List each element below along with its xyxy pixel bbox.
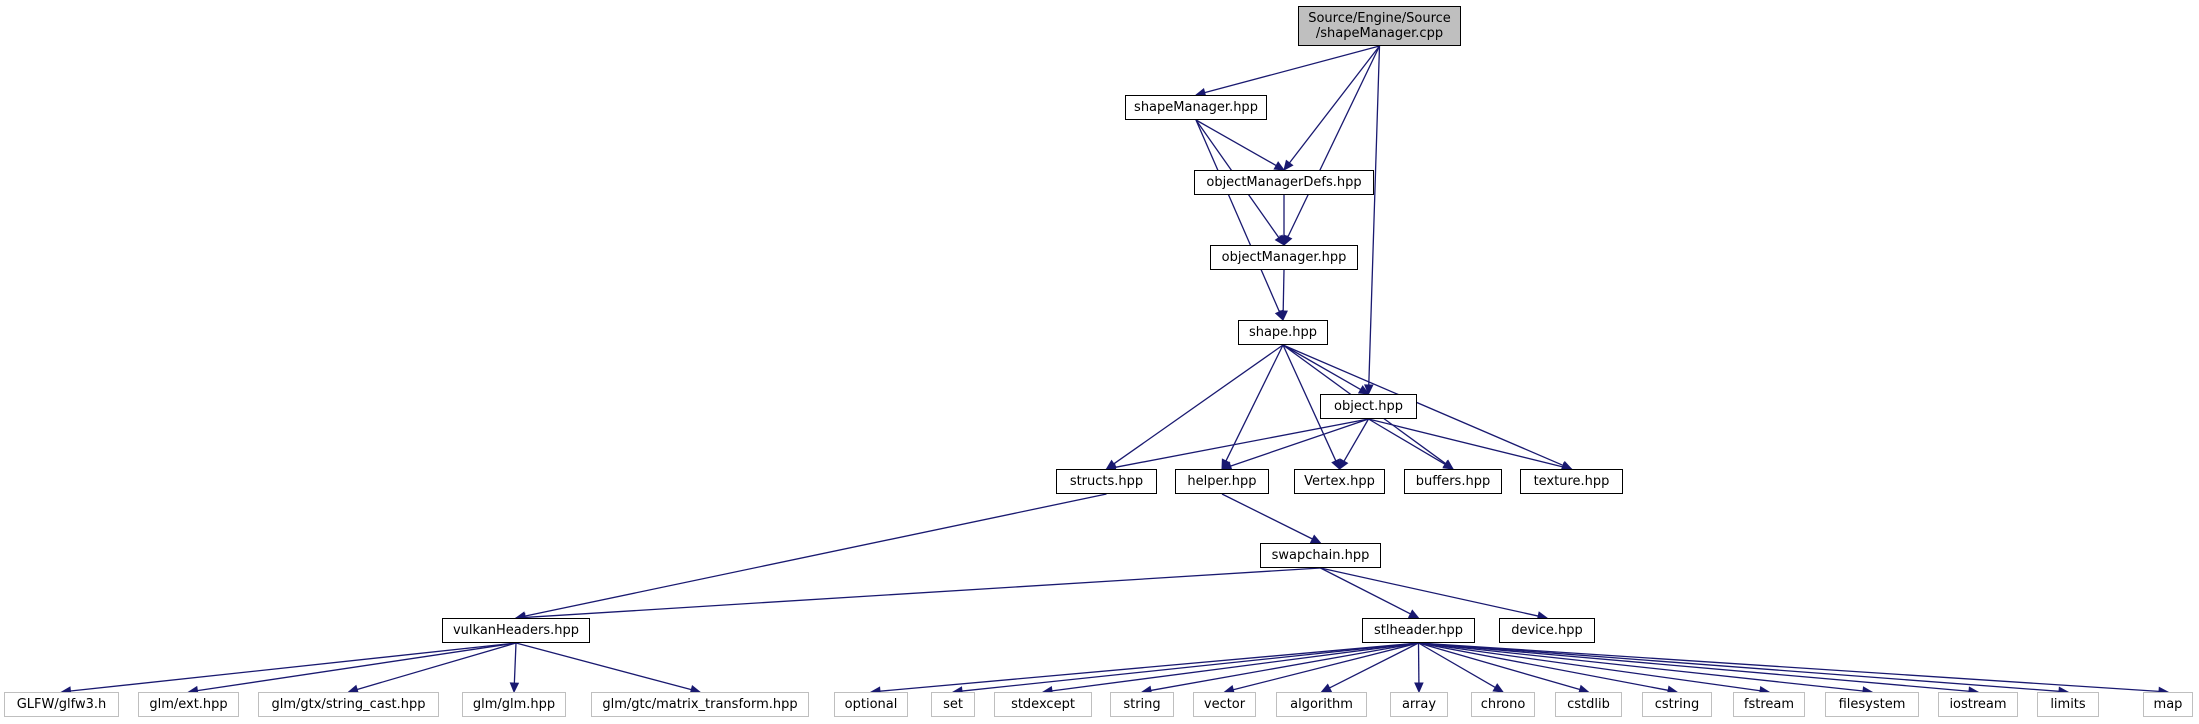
edge-stlheader_hpp-to-cstring [1418,642,1669,691]
edge-vulkanHeaders_hpp-to-glfw3_h [70,642,517,692]
node-map: map [2143,692,2193,717]
edge-swapchain_hpp-to-vulkanHeaders_hpp [524,567,1321,619]
edge-stlheader_hpp-to-fstream [1418,642,1761,692]
arrowhead-objectManager_hpp-to-shape_hpp [1278,310,1288,322]
edge-swapchain_hpp-to-stlheader_hpp [1320,567,1411,615]
arrowhead-helper_hpp-to-swapchain_hpp [1309,534,1322,544]
node-device-hpp[interactable]: device.hpp [1499,618,1595,643]
edge-shapeManager_hpp-to-shape_hpp [1195,119,1281,313]
node-glm-glm-hpp: glm/glm.hpp [462,692,566,717]
edge-shapeManager_hpp-to-objectManagerDefs_hpp [1195,119,1277,167]
arrowhead-stlheader_hpp-to-chrono [1492,683,1505,693]
node-fstream: fstream [1733,692,1805,717]
node-cstdlib: cstdlib [1555,692,1622,717]
edge-object_hpp-to-texture_hpp [1368,418,1563,468]
edge-vulkanHeaders_hpp-to-glm_matrix_transform_hpp [515,642,692,691]
arrowhead-stlheader_hpp-to-algorithm [1320,683,1333,693]
root-label-line2: /shapeManager.cpp [1315,26,1444,41]
arrowhead-objectManagerDefs_hpp-to-objectManager_hpp [1279,235,1289,247]
edge-stlheader_hpp-to-cstdlib [1418,642,1581,691]
edge-object_hpp-to-Vertex_hpp [1343,418,1370,462]
edge-shape_hpp-to-Vertex_hpp [1282,344,1337,462]
edge-stlheader_hpp-to-filesystem [1418,642,1864,692]
edge-helper_hpp-to-swapchain_hpp [1221,493,1313,540]
edge-shape_hpp-to-helper_hpp [1225,344,1284,462]
edge-stlheader_hpp-to-algorithm [1329,642,1419,689]
arrowhead-swapchain_hpp-to-stlheader_hpp [1407,609,1420,619]
edge-vulkanHeaders_hpp-to-glm_ext_hpp [197,642,517,692]
edge-root-to-objectManagerDefs_hpp [1288,45,1381,164]
edge-vulkanHeaders_hpp-to-glm_glm_hpp [513,642,517,684]
node-limits: limits [2037,692,2099,717]
edge-vulkanHeaders_hpp-to-glm_string_cast_hpp [356,642,517,691]
edge-swapchain_hpp-to-device_hpp [1320,567,1539,617]
arrowhead-object_hpp-to-Vertex_hpp [1338,458,1349,471]
edge-object_hpp-to-helper_hpp [1230,418,1369,467]
node-iostream: iostream [1938,692,2018,717]
node-filesystem: filesystem [1825,692,1919,717]
node-glm-matrix-transform-hpp: glm/gtc/matrix_transform.hpp [591,692,809,717]
node-root-shapemanager-cpp[interactable]: Source/Engine/Source /shapeManager.cpp [1298,6,1461,46]
node-swapchain-hpp[interactable]: swapchain.hpp [1260,543,1381,568]
node-vertex-hpp[interactable]: Vertex.hpp [1294,469,1385,494]
edge-shape_hpp-to-texture_hpp [1282,344,1564,467]
node-glm-string-cast-hpp: glm/gtx/string_cast.hpp [258,692,439,717]
edge-stlheader_hpp-to-vector [1233,642,1419,691]
arrowhead-stlheader_hpp-to-array [1414,682,1424,694]
node-cstring: cstring [1642,692,1712,717]
node-set: set [931,692,975,717]
node-shapemanager-hpp[interactable]: shapeManager.hpp [1125,95,1267,120]
edge-stlheader_hpp-to-chrono [1418,642,1496,689]
node-vulkanheaders-hpp[interactable]: vulkanHeaders.hpp [442,618,590,643]
edge-stlheader_hpp-to-map [1418,642,2160,693]
node-shape-hpp[interactable]: shape.hpp [1238,320,1328,345]
node-stdexcept: stdexcept [994,692,1092,717]
arrowhead-root-to-objectManagerDefs_hpp [1283,159,1294,171]
arrowhead-shape_hpp-to-Vertex_hpp [1331,458,1341,471]
edge-root-to-objectManager_hpp [1287,45,1381,238]
arrowhead-root-to-object_hpp [1364,384,1374,396]
edge-objectManager_hpp-to-shape_hpp [1282,269,1285,312]
root-label-line1: Source/Engine/Source [1308,11,1451,26]
edge-root-to-object_hpp [1368,45,1381,386]
arrowhead-shapeManager_hpp-to-objectManagerDefs_hpp [1273,161,1286,171]
edge-object_hpp-to-buffers_hpp [1368,418,1446,465]
edge-object_hpp-to-structs_hpp [1115,418,1369,468]
edge-stlheader_hpp-to-optional [879,642,1419,692]
arrowhead-shape_hpp-to-object_hpp [1357,385,1370,395]
node-algorithm: algorithm [1276,692,1367,717]
node-array: array [1390,692,1448,717]
node-stlheader-hpp[interactable]: stlheader.hpp [1362,618,1475,643]
edge-shape_hpp-to-structs_hpp [1113,344,1284,465]
node-glfw3-h: GLFW/glfw3.h [4,692,119,717]
arrowhead-object_hpp-to-buffers_hpp [1442,460,1455,470]
edge-stlheader_hpp-to-string [1150,642,1419,692]
arrowhead-vulkanHeaders_hpp-to-glm_glm_hpp [509,682,520,694]
node-helper-hpp[interactable]: helper.hpp [1175,469,1269,494]
node-structs-hpp[interactable]: structs.hpp [1056,469,1157,494]
node-objectmanagerdefs-hpp[interactable]: objectManagerDefs.hpp [1194,170,1374,195]
edge-stlheader_hpp-to-limits [1418,642,2060,692]
edge-stlheader_hpp-to-set [961,642,1419,692]
node-objectmanager-hpp[interactable]: objectManager.hpp [1210,245,1358,270]
node-optional: optional [834,692,908,717]
edge-shape_hpp-to-object_hpp [1282,344,1362,391]
node-string: string [1110,692,1174,717]
node-texture-hpp[interactable]: texture.hpp [1520,469,1623,494]
node-glm-ext-hpp: glm/ext.hpp [138,692,239,717]
node-buffers-hpp[interactable]: buffers.hpp [1404,469,1502,494]
node-chrono: chrono [1471,692,1535,717]
edge-stlheader_hpp-to-iostream [1418,642,1970,692]
edge-stlheader_hpp-to-stdexcept [1051,642,1419,692]
edge-root-to-shapeManager_hpp [1204,45,1380,94]
node-object-hpp[interactable]: object.hpp [1320,394,1417,419]
edge-structs_hpp-to-vulkanHeaders_hpp [524,493,1107,617]
node-vector: vector [1193,692,1256,717]
